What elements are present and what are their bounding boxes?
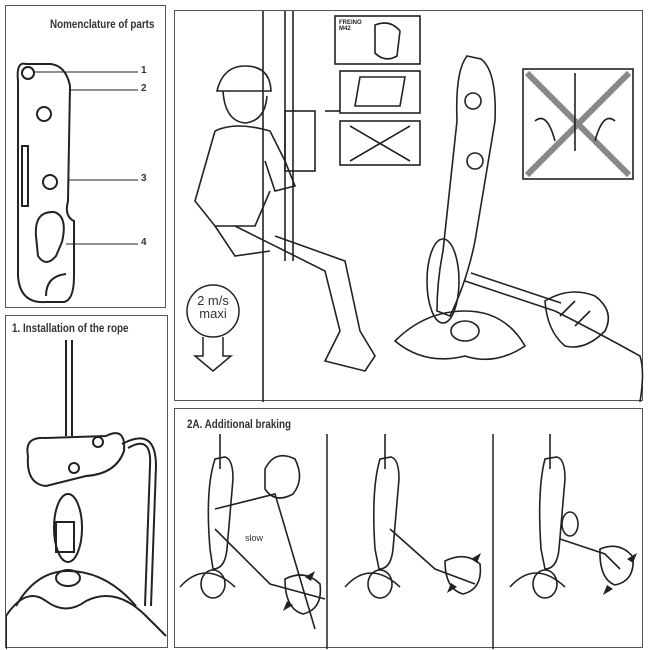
additional-braking-panel: 2A. Additional braking: [174, 408, 643, 648]
speed-unit: maxi: [189, 307, 237, 320]
connector-label: FREINO M42: [339, 20, 362, 32]
connector-label-line2: M42: [339, 26, 362, 32]
part-label-4: 4: [141, 237, 147, 248]
braking-steps-illustration: [175, 409, 644, 649]
part-label-1: 1: [141, 65, 147, 76]
part-label-3: 3: [141, 173, 147, 184]
nomenclature-panel: Nomenclature of parts 1 2 3 4: [5, 5, 166, 308]
main-scene-panel: 2 m/s maxi FREINO M42: [174, 10, 643, 401]
slow-label: slow: [245, 533, 263, 543]
installation-panel: 1. Installation of the rope: [5, 315, 168, 648]
worker-descending-illustration: [175, 11, 644, 402]
descender-device-illustration: [6, 6, 167, 309]
part-label-2: 2: [141, 83, 147, 94]
speed-label: 2 m/s maxi: [189, 294, 237, 320]
rope-installation-illustration: [6, 316, 169, 649]
